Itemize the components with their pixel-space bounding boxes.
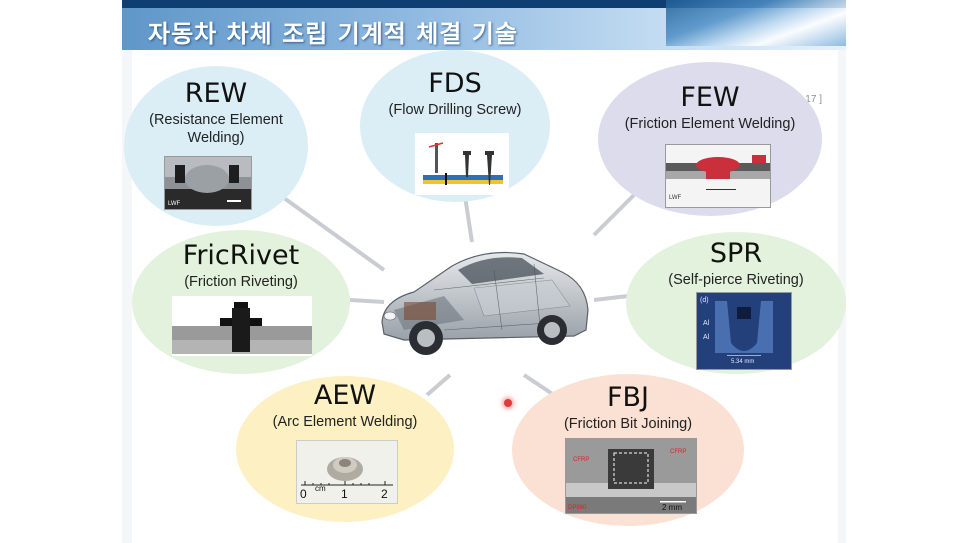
left-margin <box>0 0 122 543</box>
fbj-acronym: FBJ <box>606 382 650 413</box>
spr-thumb-tag: (d) <box>700 297 709 304</box>
title-bar-ribbon-decoration <box>666 0 846 46</box>
pointer-cursor-highlight <box>504 399 512 407</box>
few-acronym: FEW <box>680 82 740 113</box>
spr-full-name: (Self-pierce Riveting) <box>668 272 804 288</box>
connector-spr <box>593 294 629 302</box>
car-cutaway-illustration <box>381 251 589 355</box>
spr-thumb-dimension: 5.34 mm <box>731 359 754 365</box>
rew-thumb-label: LWF <box>168 201 181 207</box>
aew-element-photo: 0 cm 1 2 <box>296 440 398 504</box>
aew-acronym: AEW <box>313 380 377 411</box>
presentation-slide: 자동차 차체 조립 기계적 체결 기술 [ Page : 17 ] REW (R… <box>122 0 846 543</box>
few-full-name: (Friction Element Welding) <box>624 116 796 132</box>
fbj-full-name: (Friction Bit Joining) <box>563 416 693 432</box>
fricrivet-full-name: (Friction Riveting) <box>184 274 298 290</box>
fbj-label-steel: DP980 <box>568 505 587 511</box>
aew-ruler-zero: 0 <box>300 487 307 501</box>
rew-acronym: REW <box>184 78 248 109</box>
few-cross-section-diagram: LWF <box>665 144 771 208</box>
rew-full-name-1: (Resistance Element <box>149 112 283 128</box>
fbj-label-cfrp-left: CFRP <box>573 457 589 463</box>
connector-lines <box>282 189 636 397</box>
connector-fricrivet <box>349 298 385 304</box>
fbj-cross-section-image: CFRP CFRP DP980 2 mm <box>565 438 697 514</box>
spr-acronym: SPR <box>709 238 763 269</box>
fbj-scale-label: 2 mm <box>662 503 682 512</box>
spr-thumb-al-top: Al <box>703 320 710 327</box>
connector-aew <box>425 373 452 397</box>
fds-process-diagram <box>415 133 509 195</box>
fbj-label-cfrp-right: CFRP <box>670 449 686 455</box>
connector-few <box>592 193 636 237</box>
fricrivet-cross-section-image <box>172 296 312 356</box>
title-bar-top-strip <box>122 0 846 8</box>
aew-ruler-two: 2 <box>381 487 388 501</box>
few-thumb-label: LWF <box>669 195 682 201</box>
slide-title: 자동차 차체 조립 기계적 체결 기술 <box>148 20 518 48</box>
aew-full-name: (Arc Element Welding) <box>272 414 418 430</box>
rew-cross-section-image: LWF <box>164 156 252 210</box>
fricrivet-acronym: FricRivet <box>182 240 300 271</box>
spr-cross-section-image: (d) Al Al 5.34 mm <box>696 292 792 370</box>
aew-ruler-unit: cm <box>315 484 326 493</box>
fds-full-name: (Flow Drilling Screw) <box>388 102 522 118</box>
connector-fbj <box>522 373 556 397</box>
title-bar: 자동차 차체 조립 기계적 체결 기술 <box>122 0 846 50</box>
right-margin <box>846 0 966 543</box>
fds-acronym: FDS <box>428 68 482 99</box>
spr-thumb-al-bottom: Al <box>703 334 710 341</box>
rew-full-name-2: Welding) <box>187 130 245 147</box>
aew-ruler-one: 1 <box>341 487 348 501</box>
connector-rew <box>282 196 386 272</box>
